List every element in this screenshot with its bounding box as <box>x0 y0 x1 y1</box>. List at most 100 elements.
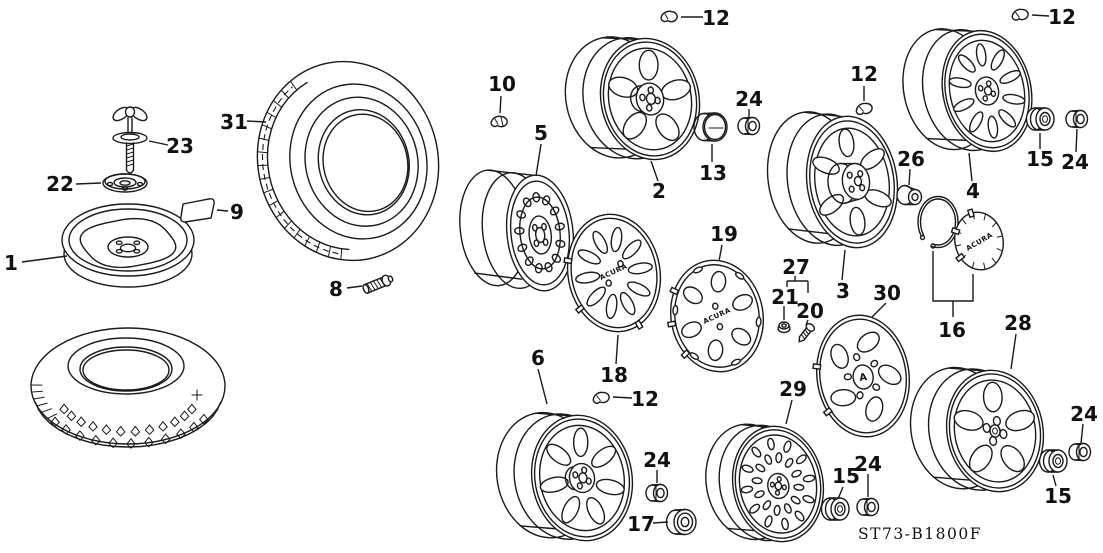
acura-center-cap: ACURA <box>950 208 1004 271</box>
callout-24-wheel-nut: 24 <box>1061 128 1089 174</box>
wheel-nut <box>856 497 880 517</box>
callout-number: 3 <box>836 279 850 303</box>
callout-16-trim-ring-and-center-cap: 16 <box>932 251 974 342</box>
callout-12-balance-weight-clip: 12 <box>850 62 878 101</box>
callout-12-balance-weight-clip: 12 <box>612 387 659 411</box>
caution-label-tag <box>180 198 215 223</box>
callout-number: 28 <box>1004 311 1032 335</box>
valve-nut-26 <box>896 184 923 206</box>
callout-21-trim-cover-nut: 21 <box>771 285 799 320</box>
callout-number: 17 <box>627 512 655 536</box>
callout-number: 15 <box>832 464 860 488</box>
trim-cover-nut <box>777 321 791 334</box>
callout-number: 1 <box>4 251 18 275</box>
callout-number: 6 <box>531 346 545 370</box>
wheel-nut <box>1065 109 1089 129</box>
callout-number: 16 <box>938 318 966 342</box>
callout-number: 24 <box>735 87 763 111</box>
wheel-nut-flanged <box>1038 449 1068 473</box>
callout-number: 4 <box>966 179 980 203</box>
balance-weight-clip <box>592 391 610 404</box>
callout-number: 31 <box>220 110 248 134</box>
callout-number: 23 <box>166 134 194 158</box>
callout-26-valve-nut: 26 <box>897 147 925 186</box>
balance-weight-clip <box>855 102 873 116</box>
callout-number: 24 <box>1061 150 1089 174</box>
callout-number: 13 <box>699 161 727 185</box>
wheel-trim-cover-18: ACURA <box>563 213 662 333</box>
wheel-nut <box>737 116 761 136</box>
wheel-trim-cover-19: ACURA <box>666 259 765 373</box>
callout-31-tire: 31 <box>220 110 267 134</box>
callout-18-wheel-trim-cover: 18 <box>600 334 628 387</box>
callout-number: 15 <box>1044 484 1072 508</box>
callout-4-alloy-wheel-4: 4 <box>966 152 980 203</box>
wheel-nut-flanged <box>820 497 850 521</box>
callout-22-spare-bolt-washer: 22 <box>46 172 102 196</box>
callout-number: 19 <box>710 222 738 246</box>
alloy-wheel-4 <box>902 28 1033 153</box>
callout-29-alloy-wheel-29: 29 <box>779 377 807 425</box>
callout-1-spare-wheel-rim: 1 <box>4 251 68 275</box>
callout-23-spare-wing-bolt: 23 <box>148 134 194 158</box>
callout-27-screw-set: 27 <box>782 255 810 293</box>
wheel-nut-flanged <box>1025 107 1055 131</box>
tire-valve <box>362 274 394 294</box>
callout-30-wheel-trim-cover-30: 30 <box>871 281 901 318</box>
callout-24-wheel-nut: 24 <box>735 87 763 117</box>
center-cap-13 <box>693 112 728 142</box>
callout-24-wheel-nut: 24 <box>643 448 671 483</box>
steel-wheel <box>459 169 575 292</box>
callout-number: 21 <box>771 285 799 309</box>
callout-number: 8 <box>329 277 343 301</box>
callout-number: 22 <box>46 172 74 196</box>
callout-number: 9 <box>230 200 244 224</box>
callout-number: 29 <box>779 377 807 401</box>
diagram-code: ST73-B1800F <box>858 525 982 543</box>
callout-5-steel-wheel: 5 <box>534 121 548 177</box>
trim-ring-and-center-cap: ACURA <box>917 195 1004 271</box>
callout-8-tire-valve: 8 <box>329 277 363 301</box>
callout-3-alloy-wheel-3: 3 <box>836 249 850 303</box>
callout-15-wheel-nut-flanged: 15 <box>1044 474 1072 508</box>
center-cap-17 <box>665 508 697 536</box>
wheel-trim-cover-30: A <box>812 314 911 438</box>
spare-wing-bolt <box>112 106 148 174</box>
wheel-nut <box>1068 442 1092 462</box>
center-cap-letter: A <box>859 372 868 384</box>
balance-weight <box>490 115 508 128</box>
spare-bolt-washer <box>102 173 148 193</box>
callout-number: 2 <box>652 179 666 203</box>
alloy-wheel-6 <box>495 411 634 542</box>
callout-13-wheel-center-cap: 13 <box>699 144 727 185</box>
callout-number: 10 <box>488 72 516 96</box>
callout-24-wheel-nut: 24 <box>854 452 882 497</box>
callout-number: 12 <box>702 6 730 30</box>
callout-6-alloy-wheel-6: 6 <box>531 346 548 405</box>
balance-weight-clip <box>1011 8 1029 21</box>
callout-number: 15 <box>1026 147 1054 171</box>
callout-9-caution-label: 9 <box>216 200 244 224</box>
callout-19-wheel-trim-cover: 19 <box>710 222 738 262</box>
callout-number: 12 <box>850 62 878 86</box>
alloy-wheel-29 <box>705 423 825 543</box>
balance-weight-clip <box>660 10 678 23</box>
callout-17-wheel-center-cap: 17 <box>627 512 669 536</box>
alloy-wheel-2 <box>564 36 701 161</box>
callout-number: 12 <box>1048 5 1076 29</box>
callout-number: 12 <box>631 387 659 411</box>
callout-20-trim-cover-screw: 20 <box>796 299 824 326</box>
wheel-nut <box>645 483 669 503</box>
callout-number: 18 <box>600 363 628 387</box>
callout-number: 24 <box>1070 402 1098 426</box>
callout-number: 27 <box>782 255 810 279</box>
callout-number: 26 <box>897 147 925 171</box>
callout-24-wheel-nut: 24 <box>1070 402 1098 444</box>
alloy-wheel-28 <box>909 366 1045 493</box>
alloy-wheel-3 <box>766 111 899 249</box>
callout-15-wheel-nut-flanged: 15 <box>832 464 860 500</box>
callout-number: 30 <box>873 281 901 305</box>
trim-cover-screw <box>798 323 816 343</box>
